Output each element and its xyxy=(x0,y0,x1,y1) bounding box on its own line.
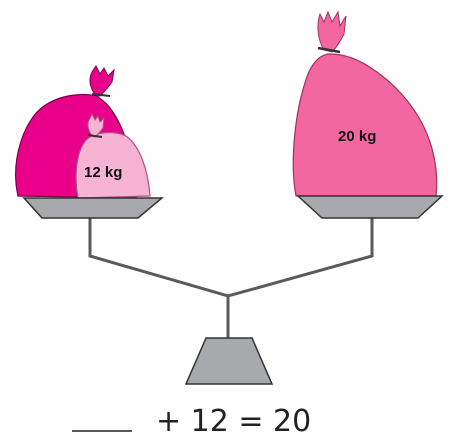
equation-text: + 12 = 20 xyxy=(156,404,311,439)
left-pan-group: 12 kg xyxy=(15,65,165,219)
small-bag-label: 12 kg xyxy=(84,164,122,181)
scale-stand xyxy=(88,218,374,385)
beam xyxy=(88,218,374,298)
equation: + 12 = 20 xyxy=(72,404,311,439)
left-pan xyxy=(22,197,165,219)
small-bag-icon: 12 kg xyxy=(75,112,151,199)
right-pan-group: 20 kg xyxy=(292,10,444,219)
right-pan xyxy=(296,195,444,219)
scale-base xyxy=(184,337,274,385)
right-bag-label: 20 kg xyxy=(338,128,376,145)
right-bag-icon: 20 kg xyxy=(292,10,438,197)
